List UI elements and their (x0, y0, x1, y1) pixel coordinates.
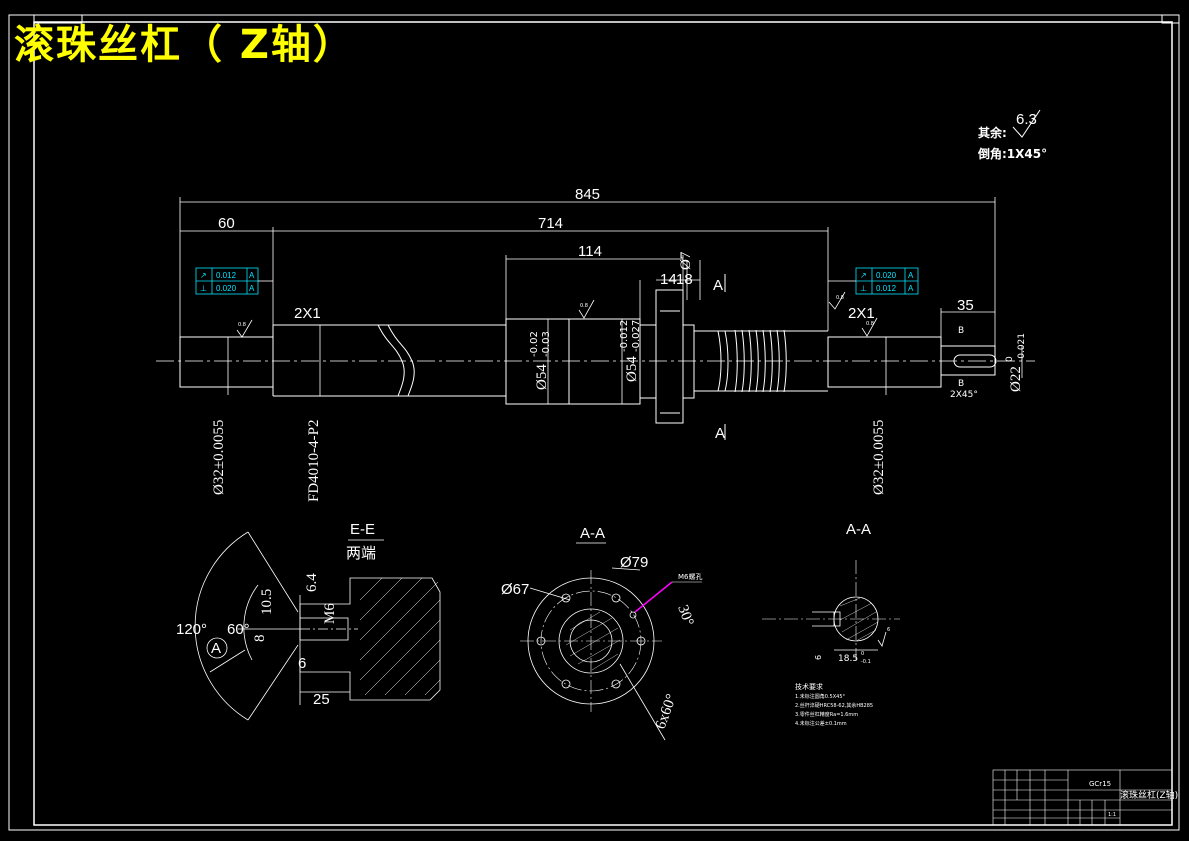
tb-scale: 1:1 (1108, 812, 1116, 818)
dim-nut-length: 114 (578, 243, 602, 260)
ee-dim-1: 6.4 (304, 573, 320, 592)
dim-overall-length: 845 (575, 186, 600, 203)
roughness-b: 0.8 (580, 303, 588, 309)
chamfer-note: 倒角:1X45° (977, 146, 1047, 161)
ee-angle-1: 120° (176, 621, 207, 638)
outer-border (8, 14, 1180, 831)
roughness-c: 0.8 (866, 321, 874, 327)
view-ee (194, 531, 441, 721)
tolerance-frame-left: ↗ 0.012 A ⊥ 0.020 A (195, 267, 259, 295)
inner-border (33, 21, 1173, 826)
tech-item-1: 1.未标注圆角0.5X45° (795, 693, 846, 700)
roughness-d: 0.8 (836, 295, 844, 301)
tol-left-value-2: 0.020 (216, 284, 237, 293)
ee-dim-5: M6 (322, 603, 338, 624)
aa2-title: A-A (846, 521, 871, 538)
aa1-angle-30: 30° (674, 603, 696, 628)
tol-left-value-1: 0.012 (216, 271, 237, 280)
tol-left-datum-1: A (249, 271, 255, 280)
aa2-dim-1: 18.5 (838, 654, 858, 664)
dim-nut-tol-lower: -0.03 (541, 331, 552, 357)
tech-requirements: 技术要求 1.未标注圆角0.5X45° 2.丝杆淬硬HRC58-62,其余HB2… (795, 682, 873, 727)
ee-dim-6: 25 (313, 691, 330, 708)
section-marker-bottom: A (715, 425, 725, 442)
dim-end-chamfer: 2X45° (950, 390, 978, 400)
tol-right-symbol-1: ↗ (860, 271, 867, 280)
diameter-leaders (227, 319, 1023, 404)
title-block (992, 769, 1173, 826)
aa2-key-width: 6 (887, 627, 890, 633)
aa2-tol-2: -0.1 (861, 659, 871, 665)
dim-flange-tol-upper: -0.012 (619, 320, 630, 352)
dim-nut-tol-upper: -0.02 (529, 331, 540, 357)
aa1-hole-label: M6螺孔 (678, 572, 703, 581)
dim-end-tol-lower: -0.021 (1017, 333, 1027, 362)
tb-material: GCr15 (1089, 780, 1111, 788)
dim-left-journal: 60 (218, 215, 235, 232)
drawing-title: 滚珠丝杠（ Z轴） (14, 22, 355, 68)
ee-subtitle: 两端 (346, 545, 376, 562)
dim-left-chamfer: 2X1 (294, 305, 321, 322)
tech-item-4: 4.未标注公差±0.1mm (795, 720, 847, 727)
tol-right-symbol-2: ⊥ (860, 284, 867, 293)
tol-left-datum-2: A (249, 284, 255, 293)
shaft-view (156, 289, 1035, 424)
ee-dim-4: 6 (298, 655, 306, 672)
surface-note-value: 6.3 (1016, 111, 1037, 128)
aa2-tol: 0 (861, 651, 864, 657)
dim-flange: 14 (660, 271, 677, 288)
dim-right-end: 35 (957, 297, 974, 314)
tol-right-datum-2: A (908, 284, 914, 293)
ee-title: E-E (350, 521, 375, 538)
corner-tab (33, 14, 83, 24)
corner-tab-right (1161, 14, 1180, 24)
tol-left-symbol-2: ⊥ (200, 284, 207, 293)
view-aa-flange (520, 542, 666, 741)
thread-coils (717, 329, 787, 393)
tol-right-value-1: 0.020 (876, 271, 897, 280)
dim-end-tol-upper: 0 (1005, 356, 1015, 362)
tech-item-2: 2.丝杆淬硬HRC58-62,其余HB285 (795, 702, 873, 709)
aa1-dia-67: Ø67 (501, 581, 529, 598)
dim-right-chamfer: 2X1 (848, 305, 875, 322)
tol-right-datum-1: A (908, 271, 914, 280)
tol-left-symbol-1: ↗ (200, 271, 207, 280)
b-label-top: B (958, 326, 964, 336)
ee-angle-2: 60° (227, 621, 250, 638)
screw-spec: FD4010-4-P2 (306, 419, 322, 502)
dim-left-diameter: Ø32±0.0055 (211, 420, 227, 495)
aa1-title: A-A (580, 525, 605, 542)
tech-heading: 技术要求 (795, 682, 823, 691)
ee-dim-3: 8 (252, 635, 268, 643)
dim-flange-phi: Ø7 (678, 251, 694, 270)
aa1-holes: 6x60° (653, 692, 680, 731)
surface-note-label: 其余: (978, 125, 1007, 140)
tech-item-3: 3.零件丝杠精度Ra=1.6mm (795, 711, 858, 718)
roughness-marks (236, 291, 878, 338)
section-marker-top: A (713, 277, 723, 294)
dim-thread-length: 714 (538, 215, 563, 232)
view-aa-shaft (762, 560, 900, 660)
tb-part-name: 滚珠丝杠(Z轴) (1120, 789, 1178, 801)
tol-right-value-2: 0.012 (876, 284, 897, 293)
dim-end-diameter: Ø22 (1008, 366, 1024, 392)
top-dimension-lines (179, 197, 996, 346)
tolerance-frame-right: ↗ 0.020 A ⊥ 0.012 A (855, 267, 919, 295)
dim-right-diameter: Ø32±0.0055 (871, 420, 887, 495)
roughness-a: 0.8 (238, 322, 246, 328)
ee-ref: A (211, 640, 221, 657)
dim-flange-2: 18 (676, 271, 693, 288)
ee-dim-2: 10.5 (259, 589, 275, 615)
aa1-dia-79: Ø79 (620, 554, 648, 571)
roughness-symbol (1012, 109, 1041, 138)
dim-flange-tol-lower: -0.027 (631, 320, 642, 352)
dim-flange-diameter: Ø54 (624, 356, 640, 382)
dim-nut-diameter: Ø54 (534, 364, 550, 390)
b-label-bottom: B (958, 379, 964, 389)
hole-leader (634, 581, 673, 613)
aa2-dim-2: 6 (814, 655, 823, 660)
